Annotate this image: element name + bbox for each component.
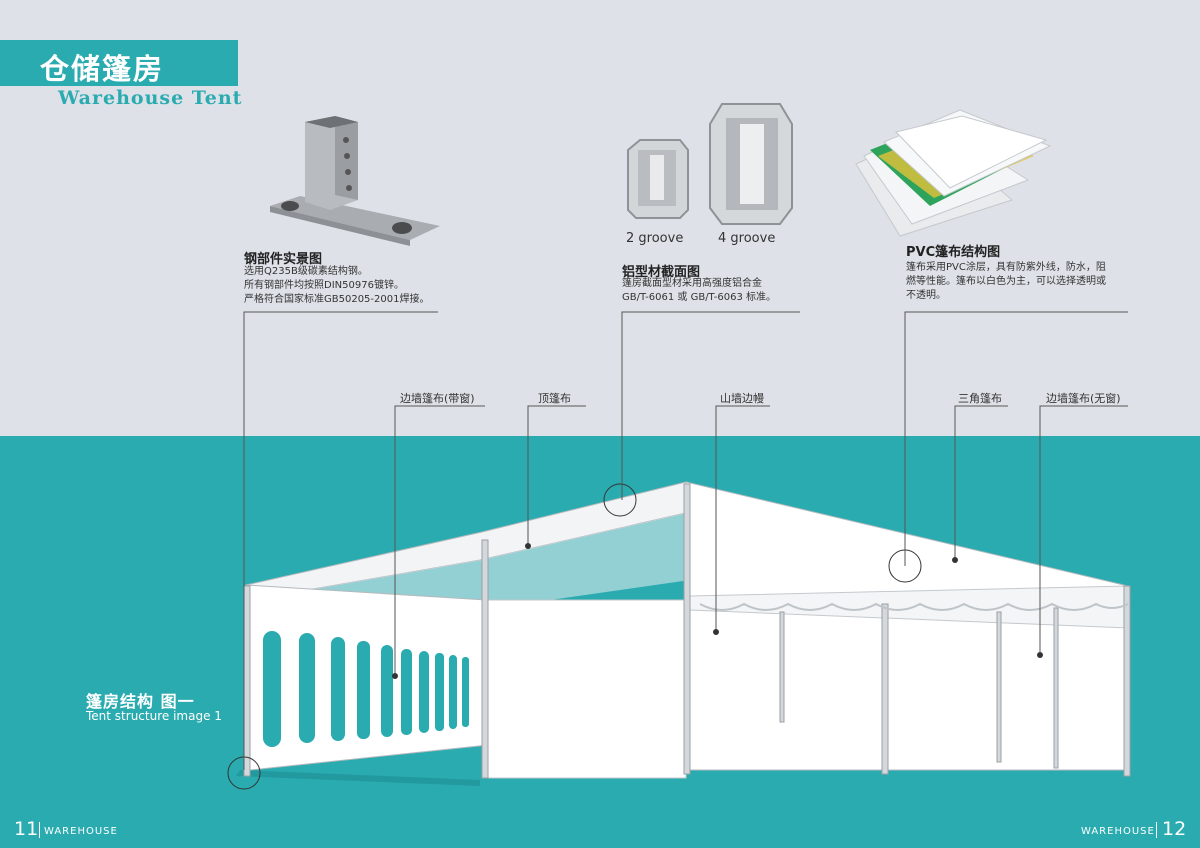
structure-title-en: Tent structure image 1 (86, 709, 222, 723)
footer-divider-left (39, 822, 40, 838)
callout-triangle: 三角篷布 (958, 392, 1002, 405)
pvc-line: 燃等性能。篷布以白色为主，可以选择透明或 (906, 276, 1106, 287)
aluminum-line: GB/T-6061 或 GB/T-6063 标准。 (622, 292, 776, 303)
callout-roof: 顶篷布 (538, 392, 571, 405)
page-number-right: 12 (1162, 818, 1187, 840)
aluminum-description: 篷房截面型材采用高强度铝合金 GB/T-6061 或 GB/T-6063 标准。 (622, 277, 776, 305)
tent-illustration (227, 481, 1131, 790)
steel-bracket-image (270, 116, 440, 246)
footer-label-left: WAREHOUSE (44, 826, 118, 837)
pvc-layers-image (855, 109, 1052, 237)
pvc-line: 篷布采用PVC涂层，具有防紫外线，防水，阻 (906, 262, 1106, 273)
aluminum-2groove-image (627, 139, 689, 219)
pvc-line: 不透明。 (906, 290, 946, 301)
aluminum-line: 篷房截面型材采用高强度铝合金 (622, 278, 762, 289)
leader-lines (243, 311, 1128, 770)
steel-description: 选用Q235B级碳素结构钢。 所有钢部件均按照DIN50976镀锌。 严格符合国… (244, 265, 429, 307)
footer-divider-right (1156, 822, 1157, 838)
title-bar (0, 40, 238, 86)
steel-line: 选用Q235B级碳素结构钢。 (244, 266, 368, 277)
pvc-description: 篷布采用PVC涂层，具有防紫外线，防水，阻 燃等性能。篷布以白色为主，可以选择透… (906, 261, 1106, 303)
structure-title-cn: 篷房结构 图一 (86, 692, 195, 711)
page-number-left: 11 (14, 818, 39, 840)
steel-line: 严格符合国家标准GB50205-2001焊接。 (244, 294, 430, 305)
callout-gable-curtain: 山墙边幔 (720, 392, 764, 405)
footer-label-right: WAREHOUSE (1081, 826, 1155, 837)
groove-4-label: 4 groove (718, 231, 776, 246)
aluminum-4groove-image (709, 103, 793, 225)
page-title-en: Warehouse Tent (58, 87, 243, 109)
callout-side-wall-window: 边墙篷布(带窗) (400, 392, 475, 405)
steel-title: 钢部件实景图 (244, 252, 323, 267)
page-title-cn: 仓储篷房 (40, 52, 165, 86)
pvc-title: PVC篷布结构图 (906, 245, 1001, 260)
steel-line: 所有钢部件均按照DIN50976镀锌。 (244, 280, 404, 291)
leader-dots (392, 543, 1043, 679)
callout-side-wall-no-window: 边墙篷布(无窗) (1046, 392, 1121, 405)
aluminum-title: 铝型材截面图 (622, 265, 701, 280)
groove-2-label: 2 groove (626, 231, 684, 246)
